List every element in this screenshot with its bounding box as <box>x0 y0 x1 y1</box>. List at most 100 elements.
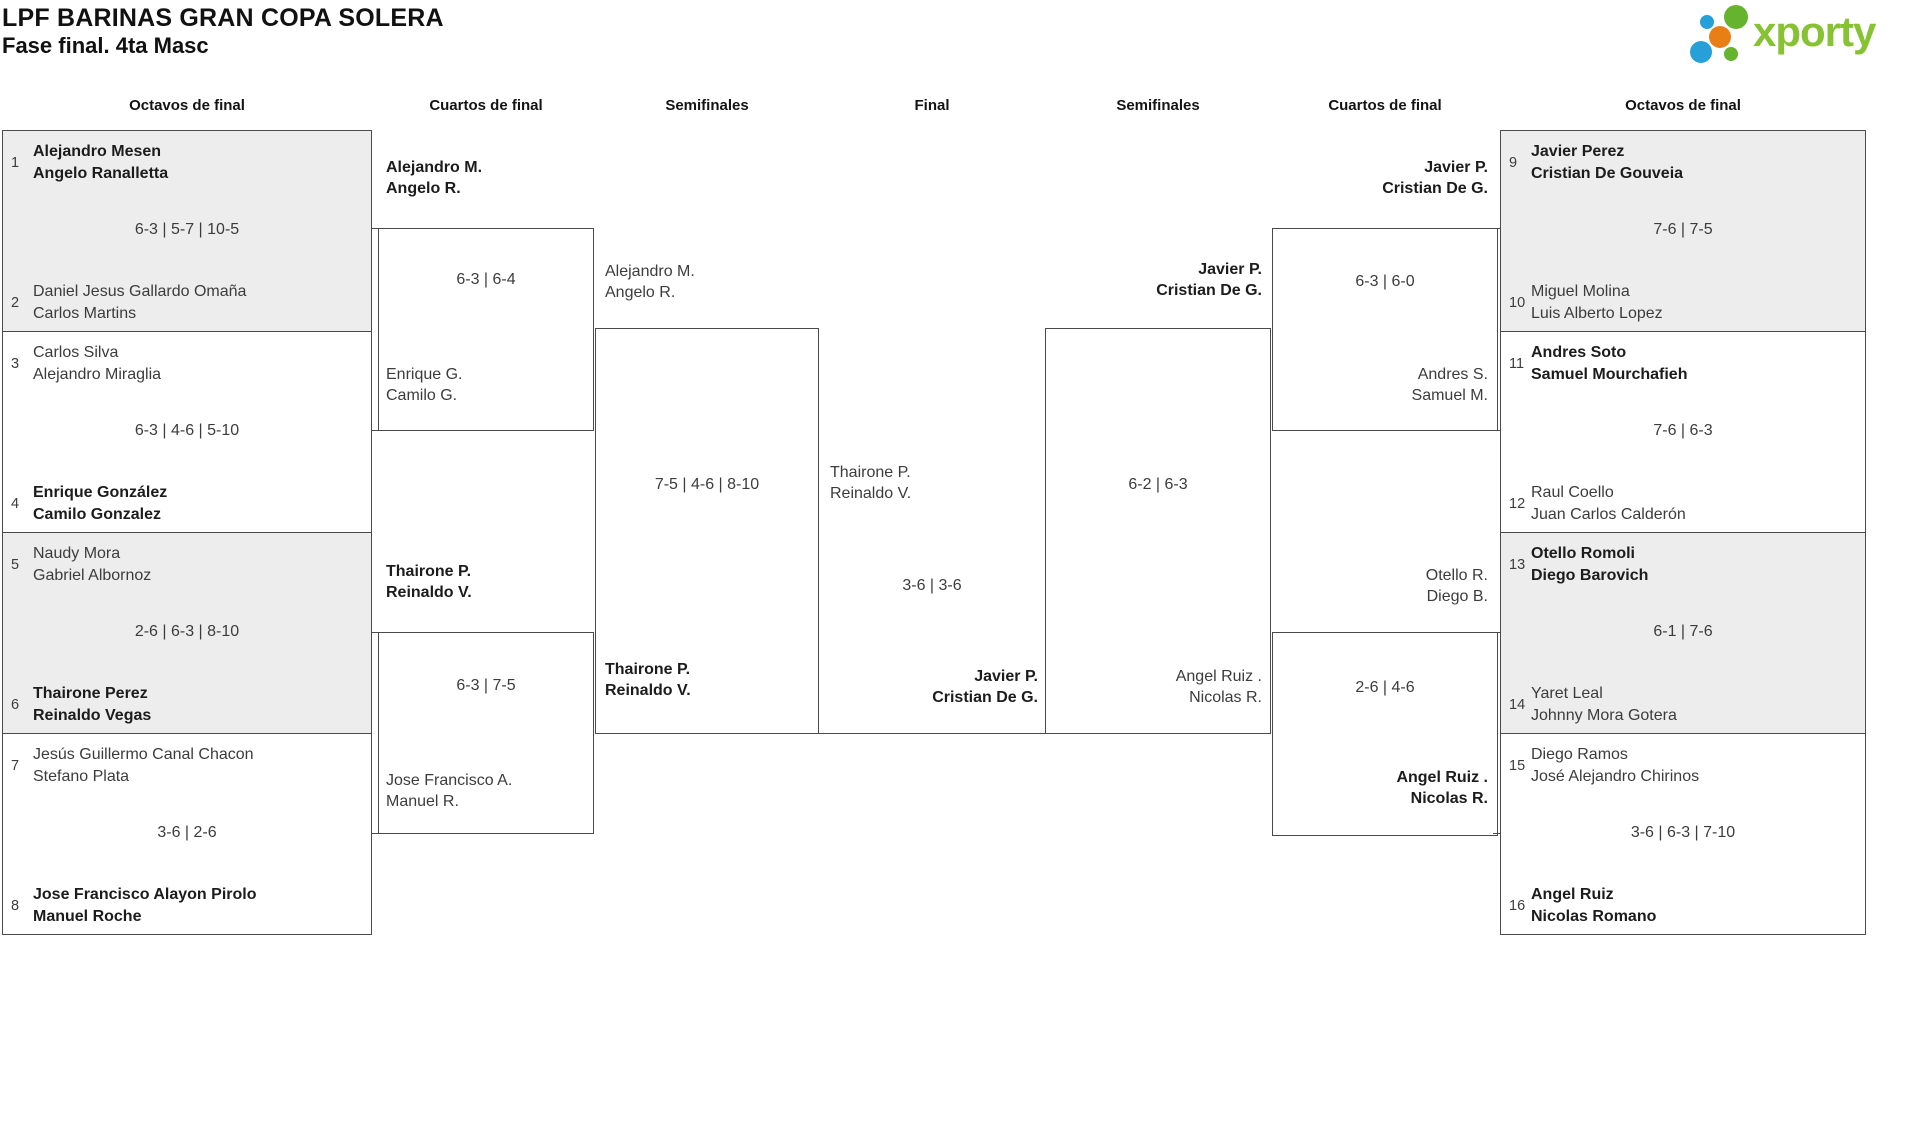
match-box-r16-3: 5 Naudy Mora Gabriel Albornoz 2-6 | 6-3 … <box>2 532 372 734</box>
player-name: Javier P. <box>1198 261 1262 278</box>
player-name: Manuel R. <box>386 793 459 810</box>
player-name: Gabriel Albornoz <box>33 567 152 584</box>
seed-number: 4 <box>11 496 20 512</box>
team-names: Thairone Perez Reinaldo Vegas <box>33 683 365 727</box>
page-subtitle: Fase final. 4ta Masc <box>2 33 209 58</box>
team-row: 2 Daniel Jesus Gallardo Omaña Carlos Mar… <box>11 281 365 325</box>
match-box-qf-left-1 <box>378 228 594 431</box>
page-title: LPF BARINAS GRAN COPA SOLERA <box>2 4 444 32</box>
player-name: Andres Soto <box>1531 344 1627 361</box>
player-name: Samuel Mourchafieh <box>1531 366 1688 383</box>
round-header-cuartos-right: Cuartos de final <box>1328 97 1442 114</box>
player-name: Andres S. <box>1417 366 1488 383</box>
match-score: 2-6 | 6-3 | 8-10 <box>134 623 240 640</box>
player-name: Thairone P. <box>830 464 911 481</box>
connector-line <box>371 833 379 834</box>
team-row: 11 Andres Soto Samuel Mourchafieh <box>1509 342 1859 386</box>
logo-dot-green-large <box>1724 5 1748 29</box>
match-box-sf-right <box>1045 328 1271 734</box>
player-name: Jose Francisco A. <box>386 772 513 789</box>
player-name: Reinaldo Vegas <box>33 707 152 724</box>
final-score: 3-6 | 3-6 <box>902 577 962 594</box>
player-name: Johnny Mora Gotera <box>1531 707 1677 724</box>
qf-right-2-score: 2-6 | 4-6 <box>1355 679 1415 696</box>
match-score: 3-6 | 2-6 <box>157 824 217 841</box>
match-box-r16-2: 3 Carlos Silva Alejandro Miraglia 6-3 | … <box>2 331 372 533</box>
team-row: 13 Otello Romoli Diego Barovich <box>1509 543 1859 587</box>
qf-right-2-team-top: Otello R. Diego B. <box>1288 565 1488 607</box>
logo-dot-blue-large <box>1690 41 1712 63</box>
match-box-r16-7: 13 Otello Romoli Diego Barovich 6-1 | 7-… <box>1500 532 1866 734</box>
player-name: Alejandro M. <box>386 159 483 176</box>
player-name: Diego Ramos <box>1531 746 1628 763</box>
player-name: Miguel Molina <box>1531 283 1630 300</box>
connector-line <box>371 430 379 431</box>
team-names: Carlos Silva Alejandro Miraglia <box>33 342 365 386</box>
sf-right-team-top: Javier P. Cristian De G. <box>1045 259 1262 301</box>
player-name: Otello Romoli <box>1531 545 1635 562</box>
team-names: Miguel Molina Luis Alberto Lopez <box>1531 281 1859 325</box>
player-name: Reinaldo V. <box>830 485 912 502</box>
round-header-semis-left: Semifinales <box>665 97 749 114</box>
seed-number: 5 <box>11 557 20 573</box>
sf-right-team-bottom: Angel Ruiz . Nicolas R. <box>1045 666 1262 708</box>
match-box-r16-8: 15 Diego Ramos José Alejandro Chirinos 3… <box>1500 733 1866 935</box>
player-name: Nicolas R. <box>1189 689 1262 706</box>
team-row: 10 Miguel Molina Luis Alberto Lopez <box>1509 281 1859 325</box>
player-name: Alejandro Mesen <box>33 143 162 160</box>
match-box-r16-1: 1 Alejandro Mesen Angelo Ranalletta 6-3 … <box>2 130 372 332</box>
player-name: Angel Ruiz <box>1531 886 1614 903</box>
team-names: Jesús Guillermo Canal Chacon Stefano Pla… <box>33 744 365 788</box>
final-team-left: Thairone P. Reinaldo V. <box>830 462 1030 504</box>
team-row: 1 Alejandro Mesen Angelo Ranalletta <box>11 141 365 185</box>
match-score: 6-3 | 5-7 | 10-5 <box>134 221 240 238</box>
player-name: Angel Ruiz . <box>1396 769 1488 786</box>
round-header-semis-right: Semifinales <box>1116 97 1200 114</box>
seed-number: 8 <box>11 898 20 914</box>
player-name: Javier Perez <box>1531 143 1625 160</box>
player-name: Carlos Martins <box>33 305 137 322</box>
player-name: Angelo Ranalletta <box>33 165 169 182</box>
player-name: Nicolas Romano <box>1531 908 1657 925</box>
player-name: Javier P. <box>1424 159 1488 176</box>
team-names: Diego Ramos José Alejandro Chirinos <box>1531 744 1859 788</box>
team-row: 8 Jose Francisco Alayon Pirolo Manuel Ro… <box>11 884 365 928</box>
player-name: Jesús Guillermo Canal Chacon <box>33 746 254 763</box>
team-names: Naudy Mora Gabriel Albornoz <box>33 543 365 587</box>
final-connector-line <box>818 733 1046 734</box>
match-score: 7-6 | 6-3 <box>1653 422 1713 439</box>
qf-right-1-score: 6-3 | 6-0 <box>1355 273 1415 290</box>
match-score: 7-6 | 7-5 <box>1653 221 1713 238</box>
player-name: Luis Alberto Lopez <box>1531 305 1663 322</box>
connector-line <box>371 228 379 229</box>
player-name: Cristian De G. <box>932 689 1038 706</box>
logo-dot-blue-small <box>1700 15 1714 29</box>
seed-number: 3 <box>11 356 20 372</box>
player-name: Reinaldo V. <box>605 682 691 699</box>
match-box-r16-6: 11 Andres Soto Samuel Mourchafieh 7-6 | … <box>1500 331 1866 533</box>
qf-left-2-team-top: Thairone P. Reinaldo V. <box>386 561 586 603</box>
logo-wordmark: xporty <box>1753 8 1876 55</box>
player-name: Stefano Plata <box>33 768 130 785</box>
player-name: Reinaldo V. <box>386 584 472 601</box>
team-row: 16 Angel Ruiz Nicolas Romano <box>1509 884 1859 928</box>
player-name: Carlos Silva <box>33 344 119 361</box>
team-row: 6 Thairone Perez Reinaldo Vegas <box>11 683 365 727</box>
player-name: Manuel Roche <box>33 908 142 925</box>
match-box-qf-left-2 <box>378 632 594 834</box>
sf-right-score: 6-2 | 6-3 <box>1128 476 1188 493</box>
match-box-qf-right-1 <box>1272 228 1498 431</box>
match-score: 6-1 | 7-6 <box>1653 623 1713 640</box>
team-row: 9 Javier Perez Cristian De Gouveia <box>1509 141 1859 185</box>
player-name: Diego B. <box>1426 588 1488 605</box>
player-name: Enrique González <box>33 484 168 501</box>
xporty-logo[interactable]: xporty <box>1688 0 1920 80</box>
team-row: 4 Enrique González Camilo Gonzalez <box>11 482 365 526</box>
qf-right-2-team-bottom: Angel Ruiz . Nicolas R. <box>1288 767 1488 809</box>
seed-number: 13 <box>1509 557 1526 573</box>
seed-number: 6 <box>11 697 20 713</box>
player-name: Otello R. <box>1425 567 1488 584</box>
seed-number: 14 <box>1509 697 1526 713</box>
team-names: Enrique González Camilo Gonzalez <box>33 482 365 526</box>
team-names: Otello Romoli Diego Barovich <box>1531 543 1859 587</box>
